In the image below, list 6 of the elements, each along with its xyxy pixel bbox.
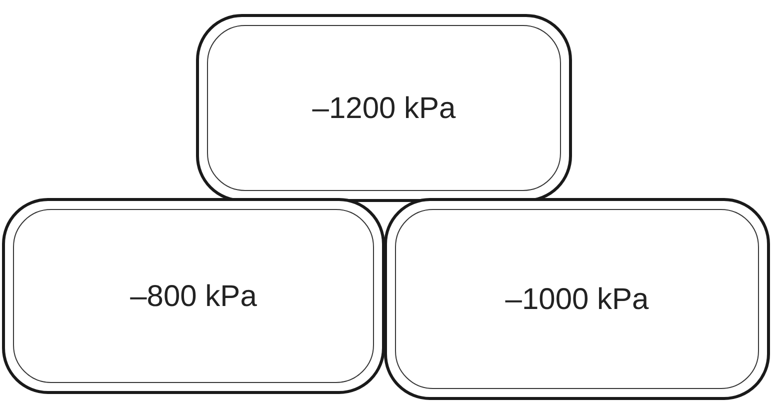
cell-box — [196, 14, 572, 202]
cell-box — [384, 198, 770, 400]
pressure-label: –1200 kPa — [312, 90, 456, 126]
pressure-label: –1000 kPa — [505, 282, 649, 318]
pressure-label: –800 kPa — [130, 278, 257, 314]
cell-box — [2, 198, 385, 394]
